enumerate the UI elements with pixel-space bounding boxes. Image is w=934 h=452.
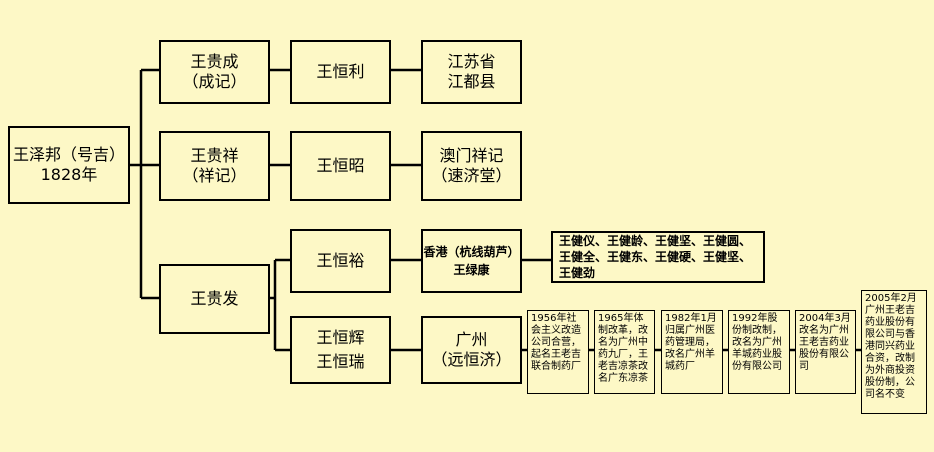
grandson-name: 王恒瑞 [316, 352, 365, 371]
grandson-box-hengzhao: 王恒昭 [290, 131, 391, 201]
branch-shop: （速济堂） [431, 166, 512, 185]
branch-heir: 王绿康 [453, 263, 490, 277]
branch-place: 澳门祥记 [439, 146, 504, 165]
grandson-name: 王恒昭 [316, 156, 365, 175]
branch-box-guangzhou: 广州 （远恒济） [421, 316, 522, 384]
timeline-box-1982: 1982年1月归属广州医药管理局，改名广州羊城药厂 [661, 310, 723, 394]
descendants-list: 王健仪、王健龄、王健坚、王健圆、王健全、王健东、王健硬、王健坚、王健劲 [559, 234, 752, 280]
timeline-box-2004: 2004年3月改名为广州王老吉药业股份有限公司 [795, 310, 856, 394]
grandson-name: 王恒辉 [316, 328, 365, 347]
timeline-text: 1982年1月归属广州医药管理局，改名广州羊城药厂 [665, 313, 717, 372]
grandson-name: 王恒利 [316, 62, 365, 81]
branch-shop: （远恒济） [431, 350, 512, 369]
root-ancestor-box: 王泽邦（号吉） 1828年 [8, 126, 130, 204]
son-shop: （祥记） [182, 166, 247, 185]
son-box-guifa: 王贵发 [159, 264, 270, 334]
son-shop: （成记） [182, 72, 247, 91]
timeline-box-1956: 1956年社会主义改造公司合营，起名王老吉联合制药厂 [527, 310, 589, 394]
timeline-box-1965: 1965年体制改革，改名为广州中药九厂，王老吉凉茶改名广东凉茶 [594, 310, 655, 394]
branch-box-jiangsu: 江苏省 江都县 [421, 40, 522, 104]
son-name: 王贵成 [190, 52, 239, 71]
timeline-text: 2005年2月广州王老吉药业股份有限公司与香港同兴药业合资，改制为外商投资股份制… [865, 293, 917, 400]
son-box-guixiang: 王贵祥 （祥记） [159, 131, 270, 201]
root-year: 1828年 [40, 165, 98, 184]
branch-place: 江都县 [447, 72, 496, 91]
grandson-box-henghui: 王恒辉 王恒瑞 [290, 316, 391, 384]
timeline-text: 1956年社会主义改造公司合营，起名王老吉联合制药厂 [531, 313, 581, 372]
branch-place: 香港（杭线葫芦） [423, 245, 520, 259]
branch-box-macau: 澳门祥记 （速济堂） [421, 131, 522, 201]
son-name: 王贵发 [190, 289, 239, 308]
branch-box-hongkong: 香港（杭线葫芦） 王绿康 [421, 229, 522, 293]
timeline-text: 1992年股份制改制，改名为广州羊城药业股份有限公司 [732, 313, 782, 372]
root-name: 王泽邦（号吉） [12, 145, 125, 164]
branch-place: 广州 [455, 330, 488, 349]
descendants-box: 王健仪、王健龄、王健坚、王健圆、王健全、王健东、王健硬、王健坚、王健劲 [551, 231, 765, 283]
grandson-name: 王恒裕 [316, 251, 365, 270]
timeline-box-1992: 1992年股份制改制，改名为广州羊城药业股份有限公司 [728, 310, 790, 394]
son-box-guicheng: 王贵成 （成记） [159, 40, 270, 104]
son-name: 王贵祥 [190, 146, 239, 165]
grandson-box-hengyu: 王恒裕 [290, 229, 391, 293]
timeline-text: 1965年体制改革，改名为广州中药九厂，王老吉凉茶改名广东凉茶 [598, 313, 648, 384]
timeline-text: 2004年3月改名为广州王老吉药业股份有限公司 [799, 313, 851, 372]
timeline-box-2005: 2005年2月广州王老吉药业股份有限公司与香港同兴药业合资，改制为外商投资股份制… [861, 290, 927, 414]
branch-place: 江苏省 [447, 52, 496, 71]
grandson-box-hengli: 王恒利 [290, 40, 391, 104]
